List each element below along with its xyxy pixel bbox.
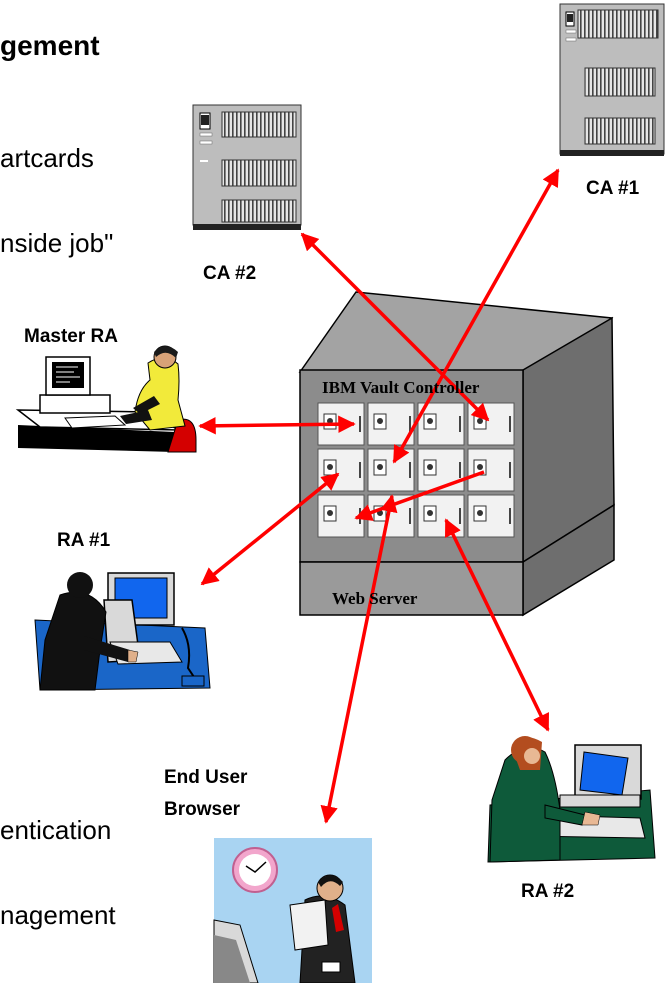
arrow-master-ra-vault xyxy=(198,415,356,435)
arrow-internal-vault xyxy=(354,470,485,521)
ra2-label: RA #2 xyxy=(521,881,575,902)
end-user-label-line1: End User xyxy=(164,767,248,788)
ra2-clipart xyxy=(487,736,656,863)
arrow-ra2-vault xyxy=(444,518,550,732)
connection-arrows xyxy=(198,168,560,824)
arrow-enduser-vault xyxy=(320,494,398,824)
arrow-ra1-vault xyxy=(200,472,340,586)
end-user-label-line2: Browser xyxy=(164,799,241,820)
bullet-management: nagement xyxy=(0,900,116,930)
ca2-label: CA #2 xyxy=(203,263,257,284)
vault-controller-label: IBM Vault Controller xyxy=(322,378,480,397)
web-server-label: Web Server xyxy=(332,589,418,608)
master-ra-label: Master RA xyxy=(24,326,118,347)
bullet-smartcards: artcards xyxy=(0,143,94,173)
bullet-authentication: entication xyxy=(0,815,112,845)
slide-heading: gement xyxy=(0,30,100,61)
master-ra-clipart xyxy=(15,345,197,453)
end-user-clipart xyxy=(213,838,372,983)
ra1-clipart xyxy=(34,572,211,691)
ca1-server-icon xyxy=(559,3,665,156)
arrow-ca2-vault xyxy=(300,232,490,422)
ra1-label: RA #1 xyxy=(57,530,111,551)
ca2-server-icon xyxy=(192,104,302,230)
bullet-inside-job: nside job" xyxy=(0,228,114,258)
ca1-label: CA #1 xyxy=(586,178,640,199)
